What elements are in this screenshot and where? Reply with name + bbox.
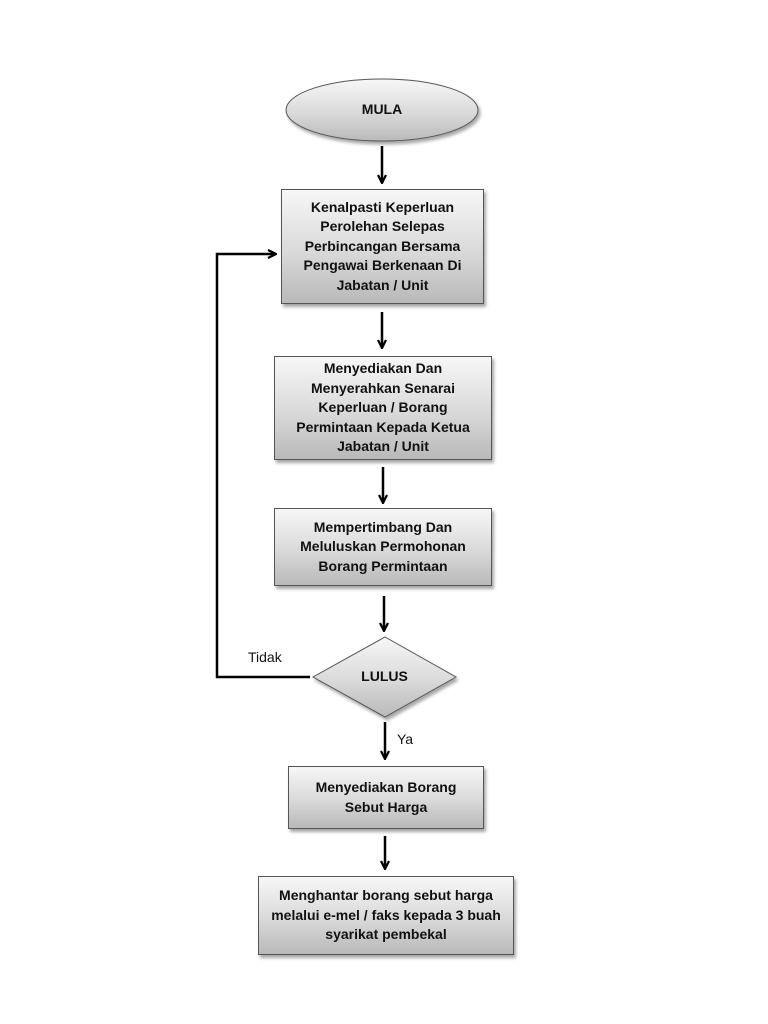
start-terminal: MULA bbox=[286, 79, 478, 141]
decision-label: LULUS bbox=[361, 668, 408, 685]
edge-label-yes: Ya bbox=[397, 731, 414, 747]
process-identify-requirements-label: Kenalpasti Keperluan Perolehan Selepas P… bbox=[303, 198, 462, 293]
process-send-quotation-form-label: Menghantar borang sebut harga melalui e-… bbox=[271, 887, 501, 943]
start-ellipse bbox=[285, 78, 479, 142]
process-prepare-quotation-form-label: Menyediakan Borang Sebut Harga bbox=[315, 779, 457, 815]
edge-label-no: Tidak bbox=[248, 649, 282, 665]
process-approve-request-label: Mempertimbang Dan Meluluskan Permohonan … bbox=[300, 518, 466, 574]
process-identify-requirements: Kenalpasti Keperluan Perolehan Selepas P… bbox=[281, 189, 484, 304]
loop-back-connector bbox=[215, 254, 310, 679]
process-submit-request-list-label: Menyediakan Dan Menyerahkan Senarai Kepe… bbox=[296, 360, 470, 455]
decision-node: LULUS bbox=[313, 637, 456, 717]
process-prepare-quotation-form: Menyediakan Borang Sebut Harga bbox=[288, 766, 484, 829]
process-approve-request: Mempertimbang Dan Meluluskan Permohonan … bbox=[274, 508, 492, 586]
start-label: MULA bbox=[361, 101, 403, 118]
process-send-quotation-form: Menghantar borang sebut harga melalui e-… bbox=[258, 876, 514, 955]
process-submit-request-list: Menyediakan Dan Menyerahkan Senarai Kepe… bbox=[274, 356, 492, 460]
decision-diamond bbox=[311, 636, 458, 718]
